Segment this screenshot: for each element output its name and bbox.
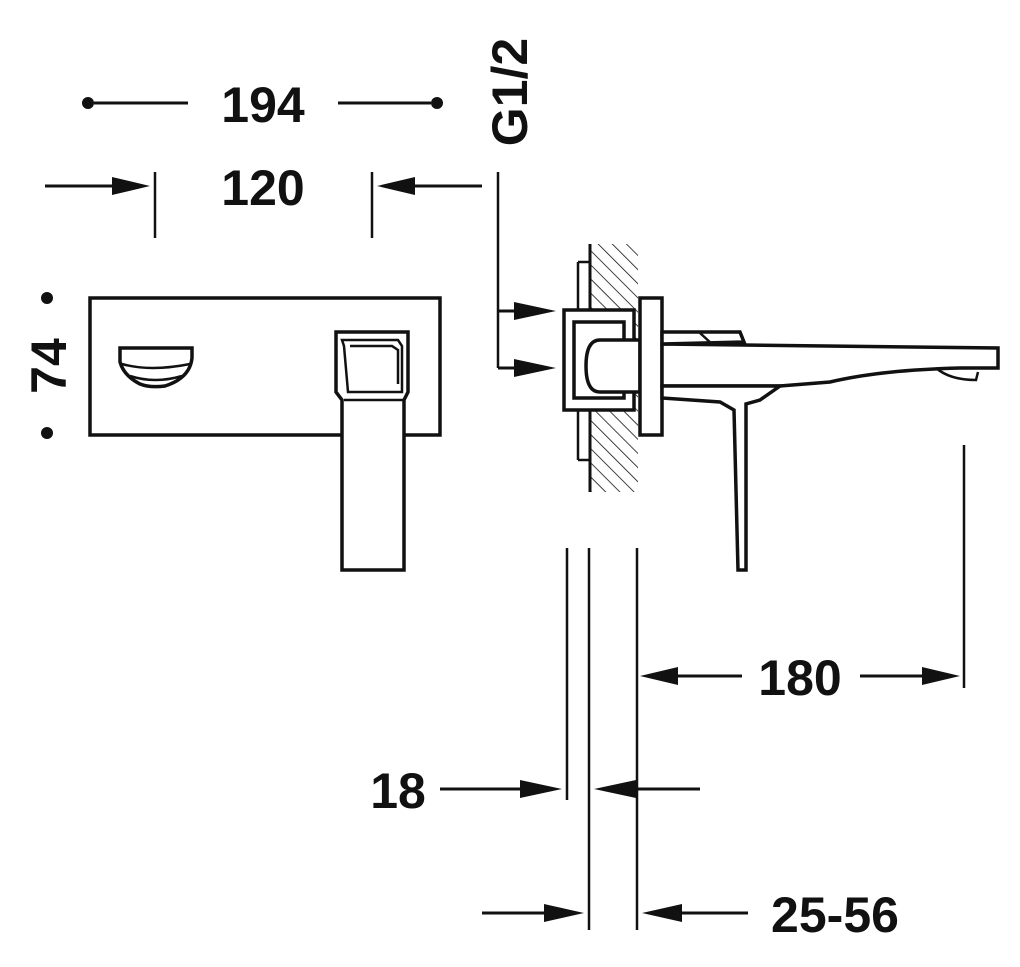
lever-handle-side	[660, 384, 786, 572]
side-view: G1/2	[370, 38, 1000, 943]
dimension-overall-width: 194	[82, 77, 443, 133]
lever-handle-front	[334, 330, 410, 572]
dimension-label-180: 180	[758, 650, 841, 706]
dimension-label-194: 194	[221, 77, 305, 133]
dimension-label-18: 18	[370, 763, 426, 819]
dimension-plate-thickness: 18	[370, 548, 700, 930]
dimension-plate-width: 120	[45, 160, 482, 238]
dimension-spout-projection: 180	[635, 445, 966, 930]
thread-label: G1/2	[482, 38, 538, 146]
dimension-plate-height: 74	[21, 292, 77, 439]
dimension-label-120: 120	[221, 160, 304, 216]
valve-body-side	[562, 308, 642, 412]
spout-side	[660, 330, 1000, 388]
dimension-label-25-56: 25-56	[771, 887, 899, 943]
wall-plate-side	[638, 296, 664, 437]
thread-indicator	[496, 172, 556, 377]
front-view: 194 120 74	[21, 77, 482, 572]
dimension-label-74: 74	[21, 338, 77, 394]
dimension-wall-range: 25-56	[482, 887, 899, 943]
spout-outlet-front	[118, 346, 194, 389]
